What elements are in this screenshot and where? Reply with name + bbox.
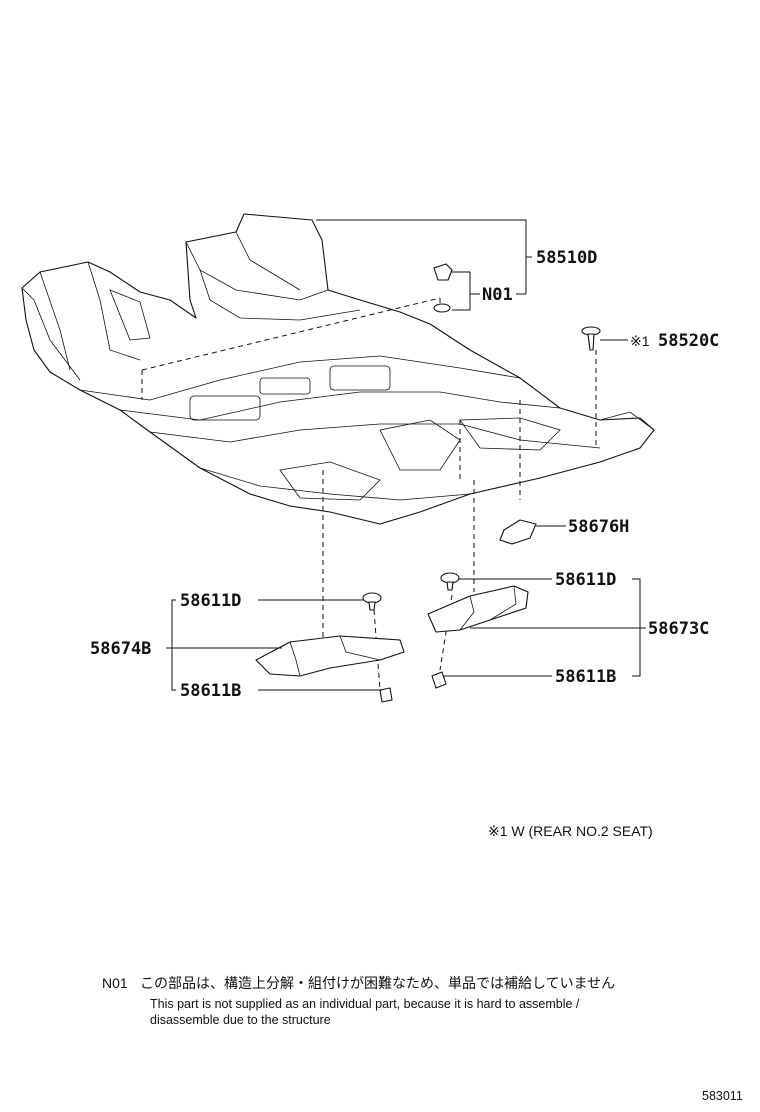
callout-n01: N01 — [482, 285, 513, 305]
callout-58673c: 58673C — [648, 619, 709, 639]
callout-58676h: 58676H — [568, 517, 629, 537]
callout-58611d-right: 58611D — [555, 570, 616, 590]
callout-58674b: 58674B — [90, 639, 151, 659]
clip-n01-drawing — [433, 263, 453, 313]
bracket-58673c-drawing — [427, 572, 529, 689]
note-n01-english-line1: This part is not supplied as an individu… — [150, 997, 580, 1011]
callout-58510d: 58510D — [536, 248, 597, 268]
note-n01-japanese: この部品は、構造上分解・組付けが困難なため、単品では補給していません — [140, 975, 615, 991]
note-n01-code: N01 — [102, 975, 128, 991]
clip-58676h-drawing — [499, 519, 537, 545]
screw-58520c-drawing — [581, 326, 601, 351]
callout-58611b-right: 58611B — [555, 667, 616, 687]
footnote-w-condition: ※1 W (REAR NO.2 SEAT) — [488, 823, 653, 839]
note-n01-english-line2: disassemble due to the structure — [150, 1013, 331, 1027]
floor-carpet-drawing — [21, 213, 655, 525]
callout-58520c-mark: ※1 — [630, 333, 650, 349]
leader-lines — [166, 219, 646, 691]
callout-58611d-left: 58611D — [180, 591, 241, 611]
figure-id: 583011 — [702, 1089, 743, 1103]
callout-58520c: 58520C — [658, 331, 719, 351]
callout-58611b-left: 58611B — [180, 681, 241, 701]
alignment-lines — [141, 297, 597, 691]
bracket-58674b-drawing — [255, 592, 405, 703]
